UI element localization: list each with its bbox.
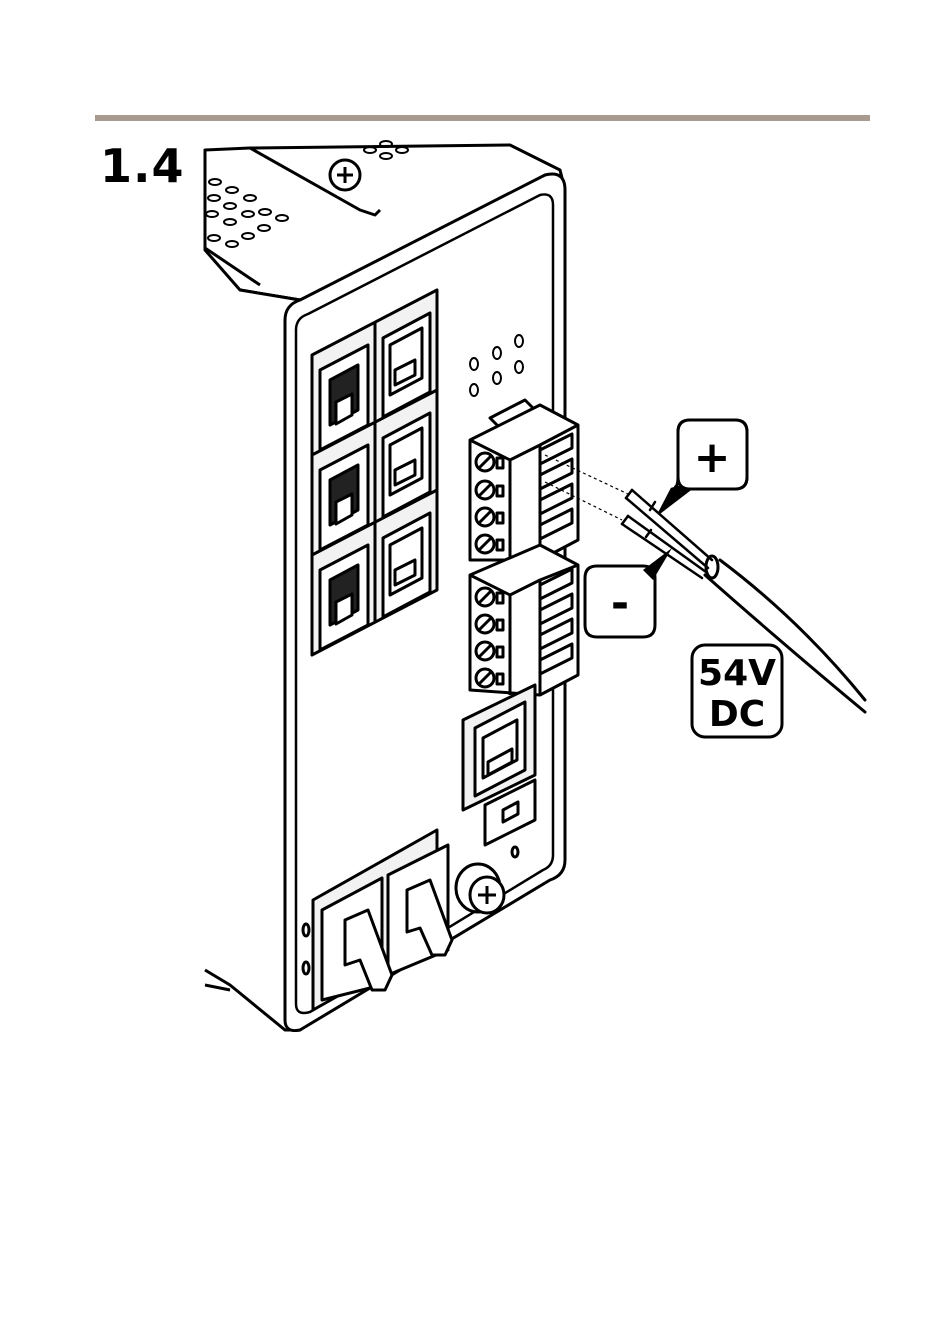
terminal-block-icon — [470, 545, 578, 695]
positive-terminal-callout: + — [660, 420, 747, 512]
voltage-value: 54V — [698, 653, 776, 694]
voltage-label: 54V DC — [692, 645, 782, 737]
voltage-type: DC — [709, 694, 765, 735]
negative-terminal-callout: - — [585, 548, 672, 637]
negative-symbol: - — [611, 578, 629, 629]
rj45-port-grid — [312, 290, 437, 655]
positive-symbol: + — [694, 432, 731, 483]
